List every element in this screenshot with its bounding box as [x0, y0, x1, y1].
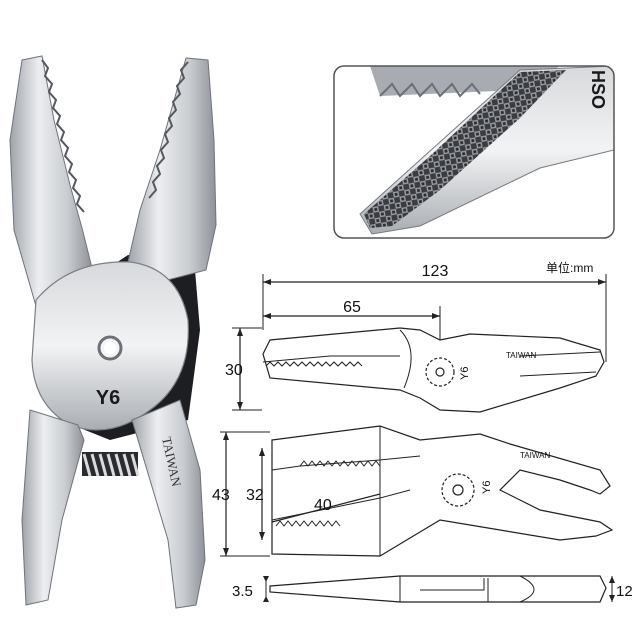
- dim-tip-thickness: 3.5: [232, 583, 253, 600]
- side-view-model: Y6: [459, 367, 471, 380]
- top-view: [269, 575, 607, 603]
- dim-body-thickness: 12: [616, 583, 633, 600]
- unit-label: 单位:mm: [546, 260, 593, 275]
- right-jaw-teeth: [148, 61, 189, 199]
- open-view-marking: TAIWAN: [520, 451, 550, 460]
- dim-open-height-inner: 32: [246, 487, 264, 504]
- dim-line-jaw-open: [271, 493, 381, 523]
- left-handle: [21, 409, 85, 606]
- side-view-closed: [262, 327, 605, 413]
- open-view-pivot: [441, 473, 475, 507]
- technical-drawing: 单位:mm 123 65 Y6 TAIWAN 30: [212, 260, 633, 603]
- closeup-knurled-face: [364, 70, 566, 228]
- tool-model-label: Y6: [96, 387, 120, 409]
- dim-overall-length: 123: [422, 263, 449, 280]
- right-handle: [131, 399, 206, 609]
- dim-open-height-outer: 43: [212, 487, 230, 504]
- spring: [82, 452, 140, 477]
- dim-jaw-height-side: 30: [225, 362, 243, 379]
- dim-jaw-open-length: 40: [314, 497, 332, 514]
- open-view-lower-teeth: [275, 520, 341, 527]
- side-view-teeth: [265, 361, 363, 367]
- left-jaw-teeth: [41, 59, 85, 213]
- pivot-hole-center: [104, 342, 116, 354]
- open-view-model: Y6: [481, 481, 493, 494]
- open-view-teeth: [299, 460, 381, 467]
- side-view-pivot: [425, 357, 455, 387]
- right-jaw: [127, 57, 217, 283]
- brand-mark: HSO: [588, 70, 608, 109]
- closeup-photo: HSO: [333, 65, 615, 239]
- side-view-open: [271, 425, 614, 557]
- closeup-upper-teeth: [379, 82, 481, 98]
- closeup-photo-frame: [333, 65, 615, 239]
- side-view-marking: TAIWAN: [506, 351, 536, 360]
- dim-jaw-length: 65: [343, 299, 361, 316]
- plier-photo: Y6 TAIWAN: [9, 55, 217, 609]
